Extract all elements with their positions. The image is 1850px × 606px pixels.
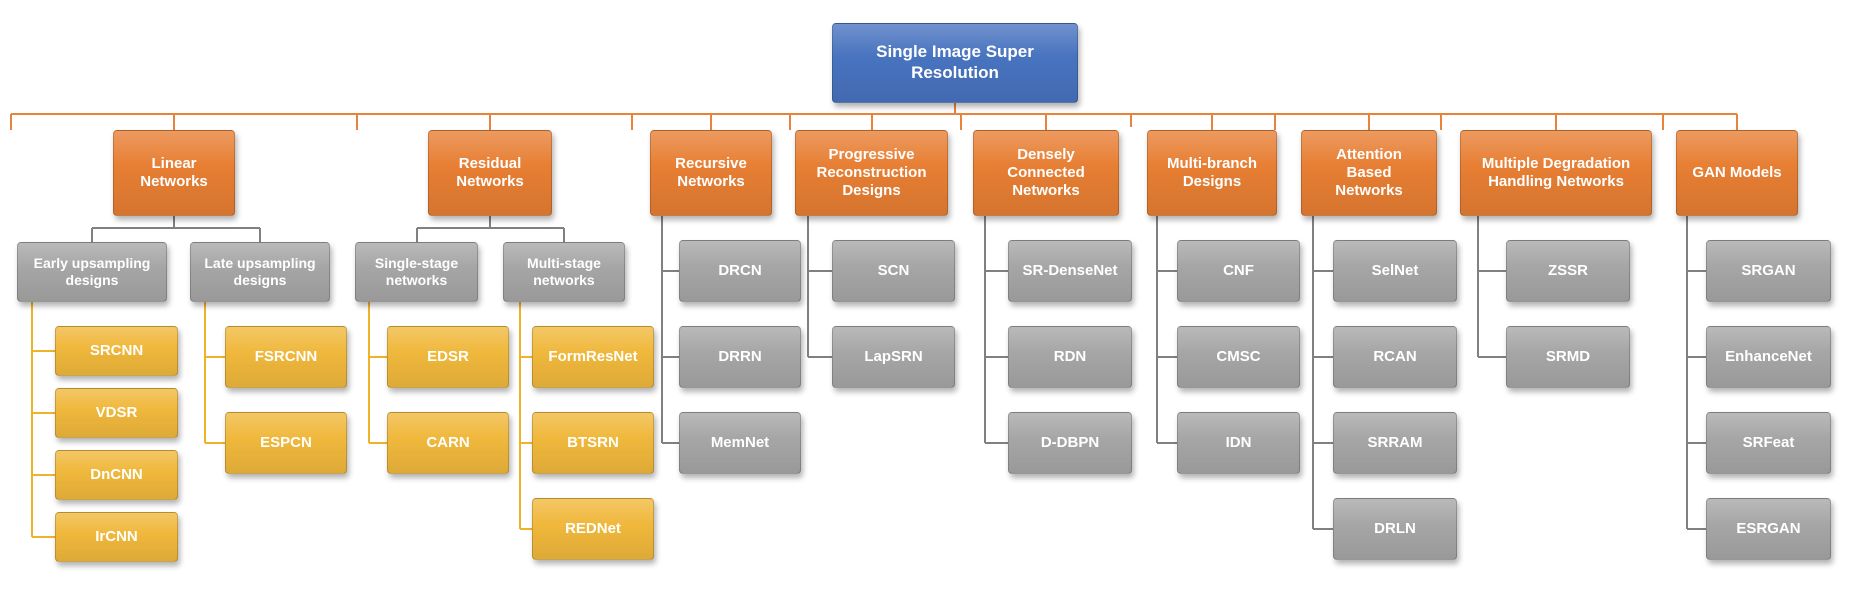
node-srram: SRRAM (1333, 412, 1457, 474)
node-espcn: ESPCN (225, 412, 347, 474)
node-rcan: RCAN (1333, 326, 1457, 388)
node-edsr: EDSR (387, 326, 509, 388)
node-d-dbpn: D-DBPN (1008, 412, 1132, 474)
node-carn: CARN (387, 412, 509, 474)
node-lapsrn: LapSRN (832, 326, 955, 388)
node-cmsc: CMSC (1177, 326, 1300, 388)
node-idn: IDN (1177, 412, 1300, 474)
node-drrn: DRRN (679, 326, 801, 388)
node-enhancenet: EnhanceNet (1706, 326, 1831, 388)
node-srgan: SRGAN (1706, 240, 1831, 302)
category-linear-networks: Linear Networks (113, 130, 235, 216)
category-progressive-reconstruction-designs: Progressive Reconstruction Designs (795, 130, 948, 216)
subgroup-single-stage-networks: Single-stage networks (355, 242, 478, 302)
node-drln: DRLN (1333, 498, 1457, 560)
level2-connectors (91, 216, 1706, 530)
node-btsrn: BTSRN (532, 412, 654, 474)
root-node: Single Image Super Resolution (832, 23, 1078, 103)
node-srmd: SRMD (1506, 326, 1630, 388)
subgroup-multi-stage-networks: Multi-stage networks (503, 242, 625, 302)
node-drcn: DRCN (679, 240, 801, 302)
subgroup-late-upsampling-designs: Late upsampling designs (190, 242, 330, 302)
node-selnet: SelNet (1333, 240, 1457, 302)
subgroup-early-upsampling-designs: Early upsampling designs (17, 242, 167, 302)
level3-connectors (31, 302, 532, 538)
node-ircnn: IrCNN (55, 512, 178, 562)
node-vdsr: VDSR (55, 388, 178, 438)
category-densely-connected-networks: Densely Connected Networks (973, 130, 1119, 216)
category-attention-based-networks: Attention Based Networks (1301, 130, 1437, 216)
node-fsrcnn: FSRCNN (225, 326, 347, 388)
node-memnet: MemNet (679, 412, 801, 474)
node-scn: SCN (832, 240, 955, 302)
category-gan-models: GAN Models (1676, 130, 1798, 216)
node-srfeat: SRFeat (1706, 412, 1831, 474)
node-sr-densenet: SR-DenseNet (1008, 240, 1132, 302)
node-rednet: REDNet (532, 498, 654, 560)
node-rdn: RDN (1008, 326, 1132, 388)
node-formresnet: FormResNet (532, 326, 654, 388)
root-connectors (10, 103, 1738, 131)
category-residual-networks: Residual Networks (428, 130, 552, 216)
node-dncnn: DnCNN (55, 450, 178, 500)
category-multiple-degradation-handling-networks: Multiple Degradation Handling Networks (1460, 130, 1652, 216)
node-cnf: CNF (1177, 240, 1300, 302)
category-multi-branch-designs: Multi-branch Designs (1147, 130, 1277, 216)
node-zssr: ZSSR (1506, 240, 1630, 302)
category-recursive-networks: Recursive Networks (650, 130, 772, 216)
node-srcnn: SRCNN (55, 326, 178, 376)
node-esrgan: ESRGAN (1706, 498, 1831, 560)
